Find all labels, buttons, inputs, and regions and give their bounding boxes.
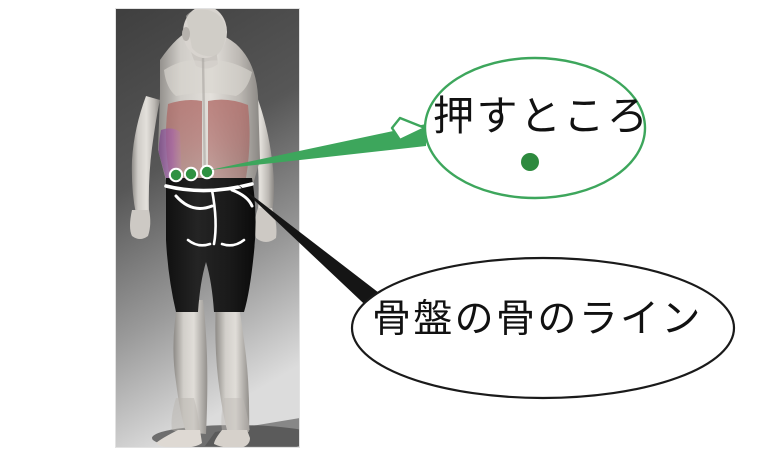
pelvic-line-callout-ellipse xyxy=(350,256,736,400)
ear xyxy=(182,27,190,41)
right-foot xyxy=(214,430,250,448)
photo-panel-border xyxy=(115,8,300,448)
photo-panel-group xyxy=(115,8,300,448)
right-leg xyxy=(215,300,250,434)
left-glute-seam xyxy=(186,238,212,247)
head-shading xyxy=(186,9,226,57)
muscle-overlay-right xyxy=(208,99,250,178)
left-hand xyxy=(130,210,151,239)
press-point-markers xyxy=(168,164,215,183)
left-arm xyxy=(131,96,160,214)
right-seam-upper xyxy=(230,188,254,208)
center-seam xyxy=(210,188,217,246)
press-point-callout[interactable] xyxy=(390,56,647,200)
left-calf-shade xyxy=(171,398,200,434)
press-point-sample-dot xyxy=(521,153,539,171)
left-foot xyxy=(156,430,202,448)
spine-line xyxy=(201,57,207,187)
right-glute-seam xyxy=(220,238,246,247)
press-point-callout-tail xyxy=(390,116,427,142)
pelvic-line-callout-text: 骨盤の骨のライン xyxy=(372,297,703,342)
press-marker-3 xyxy=(199,164,215,180)
left-seam-upper xyxy=(174,194,214,210)
press-marker-2 xyxy=(183,166,199,182)
press-point-callout-text: 押すところ xyxy=(433,92,651,140)
press-point-leader xyxy=(210,124,426,170)
press-point-callout-ellipse xyxy=(423,56,647,200)
right-calf-shade xyxy=(221,398,250,433)
right-hand xyxy=(254,208,277,242)
pelvic-line-callout[interactable] xyxy=(350,256,736,400)
shoulder-highlight xyxy=(164,60,252,96)
waistband-trim xyxy=(164,182,254,193)
press-marker-1 xyxy=(168,167,184,183)
